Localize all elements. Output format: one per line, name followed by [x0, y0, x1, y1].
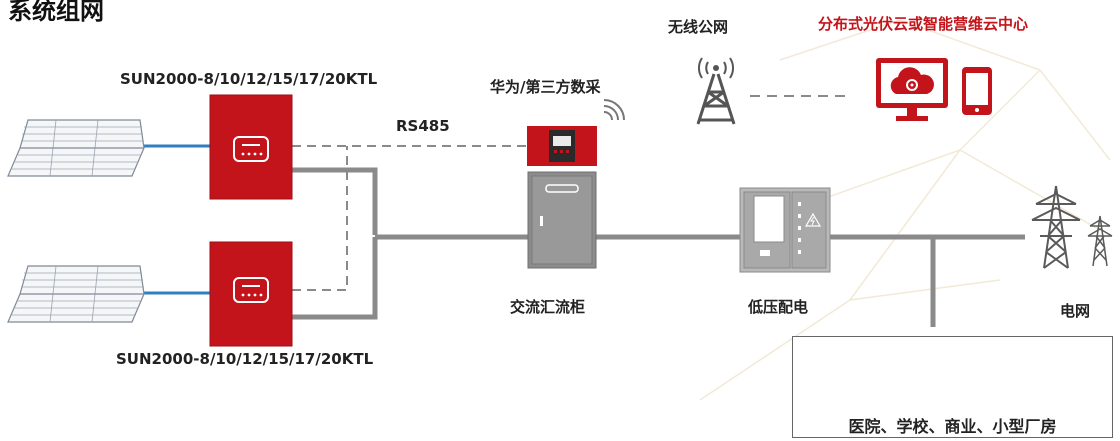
wifi-signal-icon — [603, 99, 625, 121]
transmission-tower-icon — [1031, 185, 1113, 269]
smartphone-icon — [962, 67, 992, 115]
consumers-label: 医院、学校、商业、小型厂房 — [848, 417, 1057, 436]
power-lines — [292, 167, 1025, 327]
distribution-cabinet-icon — [739, 187, 831, 273]
pv-lines — [138, 144, 210, 295]
power-line-top-inverter — [292, 167, 378, 235]
inverter-icon — [209, 241, 293, 347]
consumers-box: 医院、学校、商业、小型厂房 — [792, 336, 1113, 438]
cloud-center-label: 分布式光伏云或智能营维云中心 — [818, 15, 1029, 33]
page-title: 系统组网 — [8, 0, 104, 25]
cell-tower-icon — [696, 57, 736, 125]
data-logger-label: 华为/第三方数采 — [490, 78, 601, 96]
data-logger-icon — [527, 126, 597, 166]
wireless-network-label: 无线公网 — [668, 18, 729, 36]
low-voltage-label: 低压配电 — [748, 298, 809, 316]
rs485-lines — [292, 145, 527, 291]
ac-combiner-label: 交流汇流柜 — [510, 298, 586, 316]
inverter-model-label-bottom: SUN2000-8/10/12/15/17/20KTL — [116, 350, 374, 368]
inverter-icon — [209, 94, 293, 200]
power-line-bottom-inverter — [292, 237, 378, 320]
rs485-label: RS485 — [396, 117, 450, 135]
ac-combiner-cabinet-icon — [527, 171, 597, 269]
grid-label: 电网 — [1060, 302, 1091, 320]
inverter-model-label-top: SUN2000-8/10/12/15/17/20KTL — [120, 70, 378, 88]
solar-panel-icon — [7, 265, 145, 323]
solar-panel-icon — [7, 119, 145, 177]
monitor-cloud-icon — [876, 58, 948, 121]
